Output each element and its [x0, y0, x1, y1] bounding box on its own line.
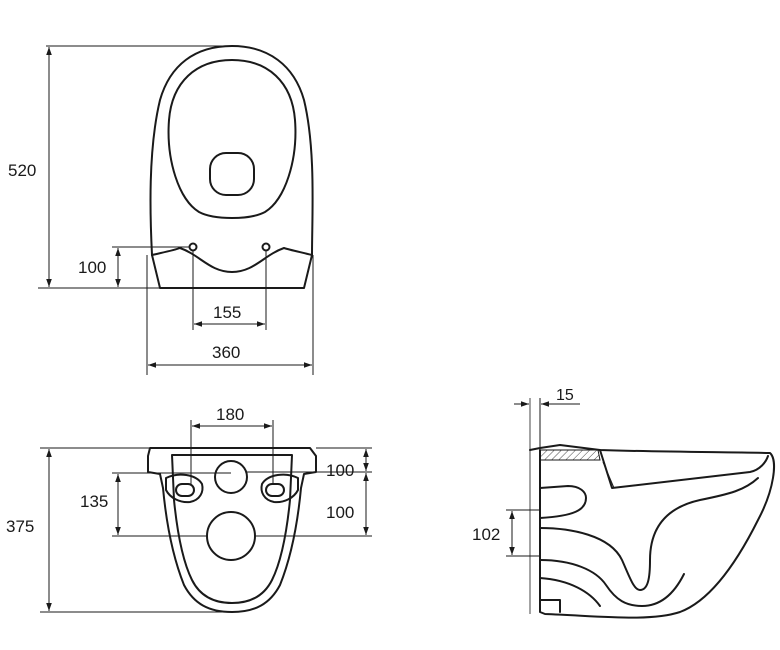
dim-label-rear-lower-offset: 100: [326, 503, 354, 522]
dim-label-rear-height: 375: [6, 517, 34, 536]
rear-view-inlet-opening: [214, 460, 248, 494]
dim-label-side-outlet-height: 102: [472, 525, 500, 544]
top-view-mounting-hole-right: [261, 242, 271, 252]
side-view-trapway: [539, 477, 759, 591]
rear-view-right-lug: [260, 473, 299, 504]
top-view-mounting-hole-left: [188, 242, 198, 252]
dim-label-rear-side-offset: 135: [80, 492, 108, 511]
rear-view-outlet-opening: [206, 511, 256, 561]
top-view-base: [151, 254, 313, 289]
side-view-upper-trap: [539, 485, 587, 519]
dim-label-rear-hole-spacing: 180: [216, 405, 244, 424]
side-view-hatched-seal: [539, 449, 601, 461]
rear-view-inner-contour: [171, 454, 293, 604]
dim-label-top-hole-spacing: 155: [213, 303, 241, 322]
side-view: 15 102: [472, 387, 775, 619]
top-view-inner-rim: [167, 59, 297, 219]
dim-label-top-height: 520: [8, 161, 36, 180]
side-view-outlet: [539, 599, 561, 613]
top-view-drain: [209, 152, 255, 196]
side-view-rim: [599, 449, 769, 489]
dim-label-side-wall-offset: 15: [556, 387, 574, 404]
rear-view-outline: [147, 447, 317, 613]
top-view: 520 100 155 360: [8, 45, 314, 375]
dim-label-rear-upper-offset: 100: [326, 461, 354, 480]
dim-label-top-width: 360: [212, 343, 240, 362]
side-view-outer-profile: [529, 444, 775, 619]
dim-label-top-hole-offset: 100: [78, 258, 106, 277]
rear-view-lug-hole-right: [265, 483, 285, 497]
rear-view: 180 375 135 100 100: [6, 405, 372, 613]
rear-view-lug-hole-left: [175, 483, 195, 497]
rear-view-left-lug: [165, 473, 204, 504]
top-view-bowl-outline: [149, 45, 314, 256]
top-view-rear-ledge: [151, 247, 313, 273]
